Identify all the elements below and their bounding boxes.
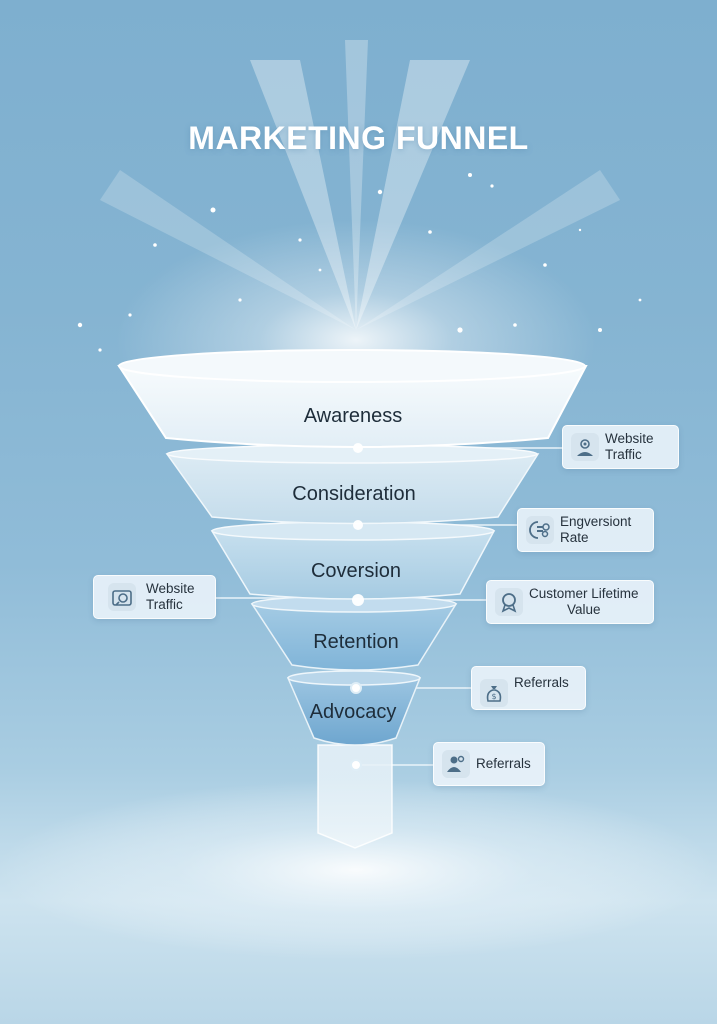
callout-engversiont-rate: Engversiont Rate bbox=[517, 508, 654, 552]
funnel-tier-advocacy bbox=[286, 670, 422, 746]
stage-label-conversion: Coversion bbox=[310, 560, 402, 582]
glow-dots bbox=[350, 443, 364, 771]
stage-label-advocacy: Advocacy bbox=[309, 701, 397, 723]
data-gear-icon bbox=[526, 516, 554, 544]
award-icon bbox=[495, 588, 523, 616]
stage-label-consideration: Consideration bbox=[292, 483, 416, 505]
bottom-glow bbox=[0, 780, 716, 960]
callout-referrals-spout: Referrals bbox=[433, 742, 545, 786]
callout-text: Website Traffic bbox=[605, 431, 654, 462]
callout-text: Referrals bbox=[476, 756, 531, 771]
money-bag-icon: $ bbox=[480, 679, 508, 707]
callout-text: Website Traffic bbox=[146, 581, 195, 612]
callout-text: Customer Lifetime Value bbox=[529, 586, 639, 617]
callout-website-traffic-left: Website Traffic bbox=[93, 575, 216, 619]
funnel-spout bbox=[317, 744, 393, 849]
page-title: MARKETING FUNNEL bbox=[188, 120, 529, 156]
callout-text: Engversiont Rate bbox=[560, 514, 632, 545]
user-gear-icon bbox=[571, 433, 599, 461]
people-icon bbox=[442, 750, 470, 778]
callout-website-traffic: Website Traffic bbox=[562, 425, 679, 469]
stage-label-awareness: Awareness bbox=[303, 405, 403, 427]
funnel-tier-consideration bbox=[165, 444, 540, 525]
callout-customer-lifetime-value: Customer Lifetime Value bbox=[486, 580, 654, 624]
svg-text:$: $ bbox=[491, 692, 496, 701]
funnel-tier-awareness bbox=[117, 349, 588, 448]
stage-label-retention: Retention bbox=[313, 631, 399, 653]
sparkles bbox=[77, 173, 642, 352]
callout-referrals: $ Referrals bbox=[471, 666, 586, 710]
chart-badge-icon bbox=[108, 583, 136, 611]
callout-text: Referrals bbox=[514, 675, 569, 690]
